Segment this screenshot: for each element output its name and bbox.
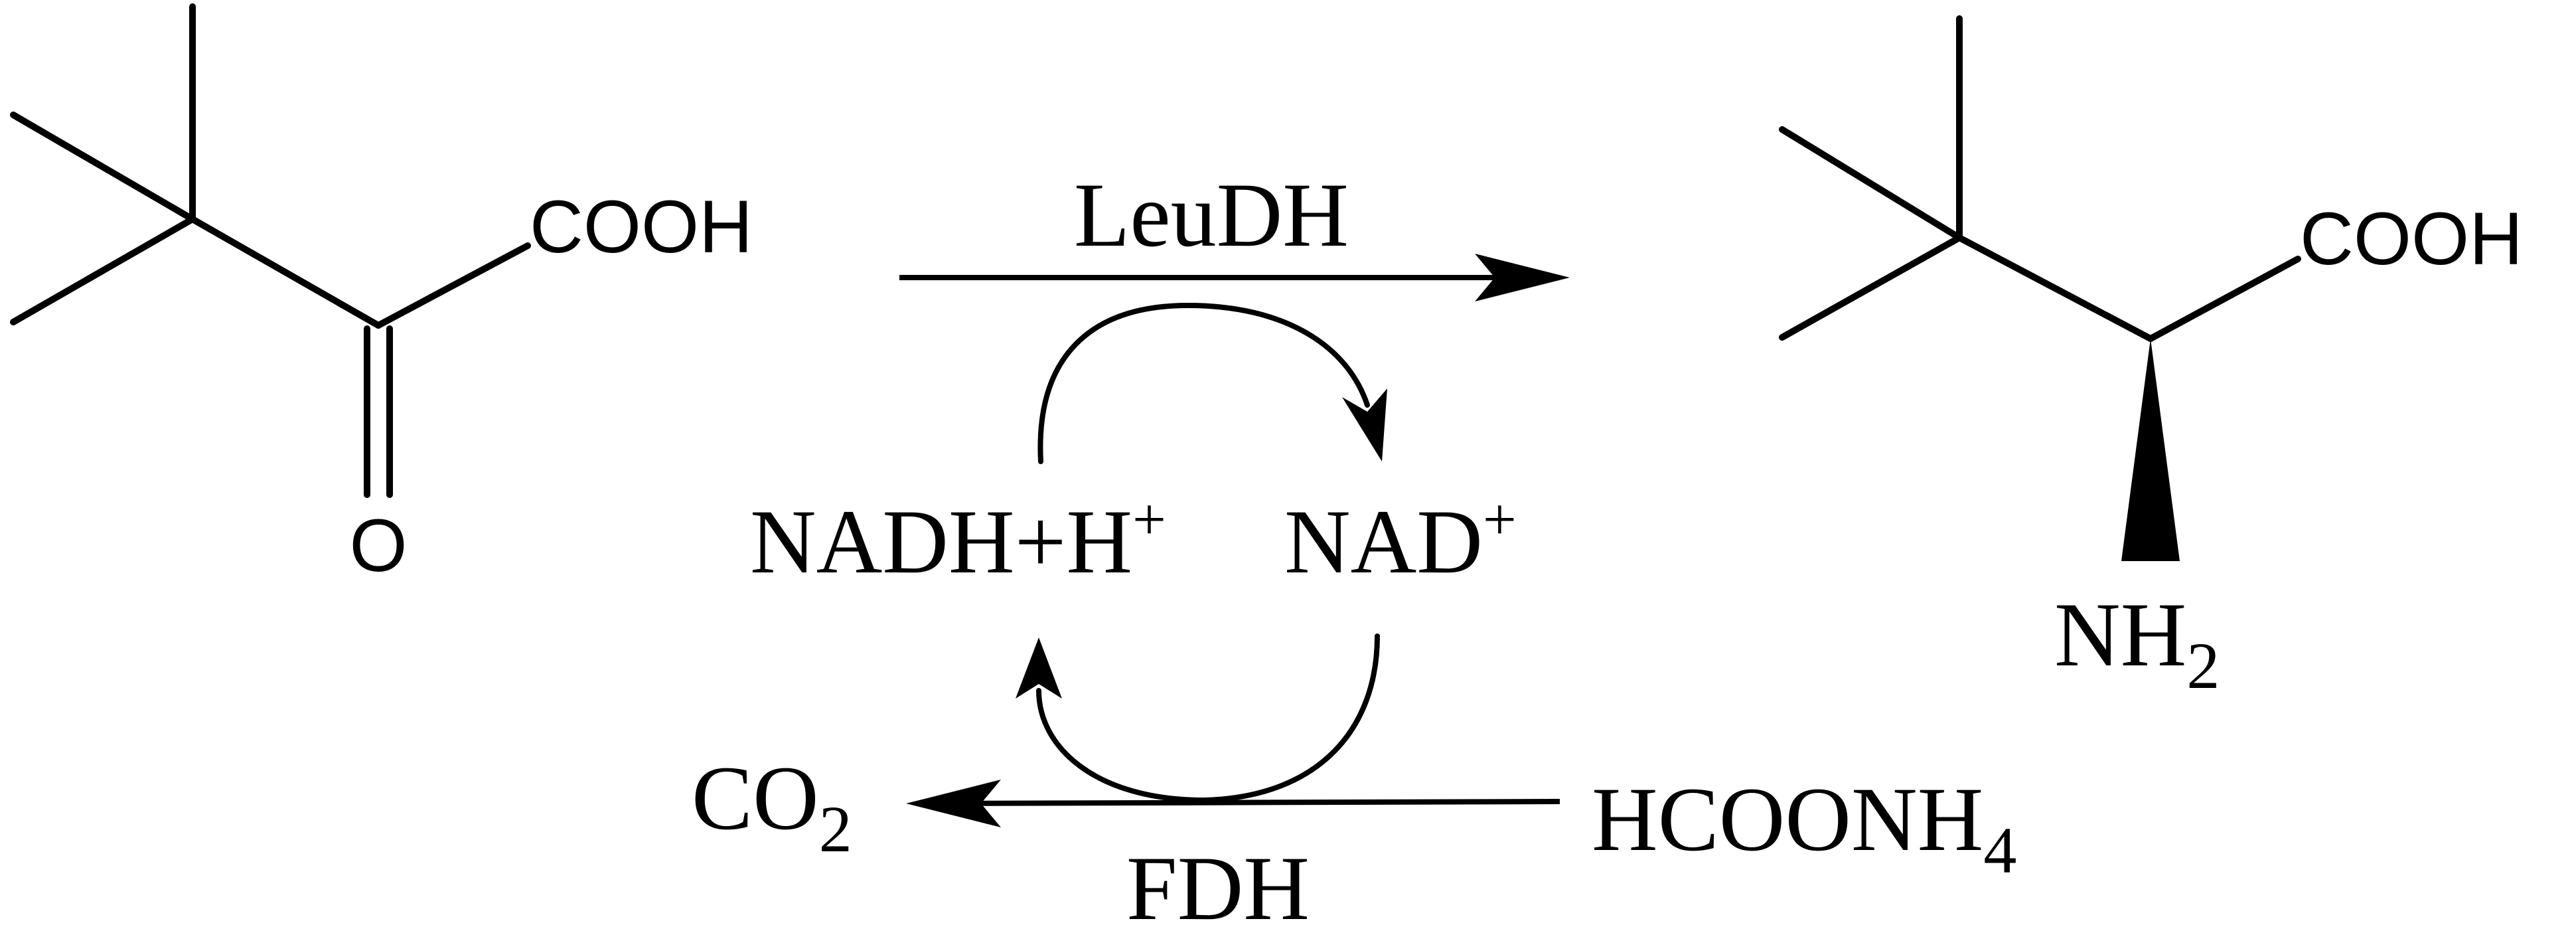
reactant-keto-oxygen-label: O	[349, 504, 407, 587]
co2-byproduct-subscript: 2	[819, 792, 852, 866]
cofactor-cycle: NADH+H+ NAD+	[750, 302, 1517, 803]
co2-byproduct-text: CO	[692, 747, 819, 849]
forward-enzyme-label: LeuDH	[1074, 164, 1349, 266]
oxidized-cofactor-text: NAD	[1284, 491, 1483, 592]
regeneration-arrow-shaft	[942, 799, 1560, 806]
product-acid-label: COOH	[2300, 197, 2523, 280]
oxidized-cofactor-charge: +	[1483, 487, 1517, 552]
product-structure: COOH NH2	[1779, 15, 2523, 703]
oxidized-cofactor-label: NAD+	[1284, 487, 1517, 592]
reactant-bond-methyl-left-lower	[10, 216, 196, 325]
lower-cycle-arc	[1036, 633, 1380, 803]
reduced-cofactor-text: NADH+H	[750, 491, 1132, 592]
formate-substrate-subscript: 4	[1983, 813, 2016, 887]
product-amine-label: NH2	[2054, 584, 2220, 703]
forward-arrow-head	[1475, 254, 1570, 301]
product-bond-alpha-to-acid	[2147, 256, 2301, 342]
reduced-cofactor-charge: +	[1132, 487, 1166, 552]
product-bond-quaternary-to-alpha	[1956, 234, 2154, 342]
product-amine-text: NH	[2054, 584, 2186, 685]
reactant-bond-quaternary-to-carbonyl	[189, 216, 382, 329]
product-bond-methyl-left-upper	[1779, 126, 1963, 241]
upper-cycle-arc	[1037, 302, 1370, 464]
regeneration-reaction-arrow: FDH HCOONH4 CO2	[692, 747, 2016, 927]
reactant-bond-carbonyl-to-acid	[375, 242, 531, 329]
forward-reaction-arrow: LeuDH	[899, 164, 1570, 301]
formate-substrate-text: HCOONH	[1592, 768, 1983, 870]
reactant-bond-methyl-left-upper	[10, 112, 196, 222]
reactant-structure: COOH O	[10, 3, 753, 587]
reduced-cofactor-label: NADH+H+	[750, 487, 1166, 592]
reactant-acid-label: COOH	[530, 185, 753, 268]
regeneration-arrow-head	[906, 780, 1001, 827]
product-bond-methyl-left-lower	[1779, 234, 1963, 341]
regeneration-enzyme-label: FDH	[1126, 837, 1310, 927]
co2-byproduct-label: CO2	[692, 747, 852, 866]
product-wedge-bond-amine	[2121, 339, 2180, 561]
product-amine-subscript: 2	[2186, 629, 2220, 703]
upper-cycle-arrow-head	[1342, 388, 1387, 462]
lower-cycle-arrow-head	[1016, 637, 1062, 699]
formate-substrate-label: HCOONH4	[1592, 768, 2016, 887]
